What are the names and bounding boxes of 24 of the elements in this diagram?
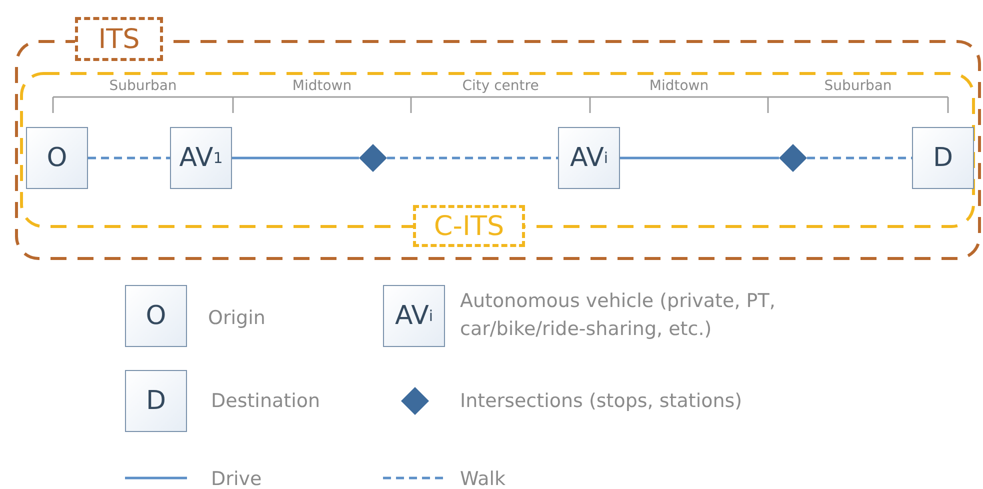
legend-symbol: O <box>125 285 187 347</box>
walk-line <box>88 156 170 160</box>
region-label: ITS <box>75 17 163 61</box>
zone-label: Midtown <box>291 78 353 94</box>
walk-line <box>387 156 558 160</box>
legend-label: Walk <box>460 467 506 489</box>
walk-line <box>807 156 912 160</box>
drive-line <box>232 156 359 160</box>
legend-label: Intersections (stops, stations) <box>460 389 744 414</box>
drive-line <box>620 156 779 160</box>
intersection-diamond <box>359 144 387 172</box>
legend-symbol: D <box>125 370 187 432</box>
intersection-diamond <box>779 144 807 172</box>
zone-label: Suburban <box>108 78 178 94</box>
legend-label: Origin <box>208 306 266 331</box>
zone-label: City centre <box>461 78 540 94</box>
zone-label: Suburban <box>823 78 893 94</box>
region-label: C-ITS <box>413 205 525 247</box>
legend-label: Drive <box>211 467 263 489</box>
legend-label: Autonomous vehicle (private, PT, car/bike/ride-sharing, etc.) <box>460 289 776 342</box>
node-box: O <box>26 127 88 189</box>
zone-label: Midtown <box>648 78 710 94</box>
node-box: D <box>912 127 974 189</box>
legend-label: Destination <box>211 389 322 414</box>
